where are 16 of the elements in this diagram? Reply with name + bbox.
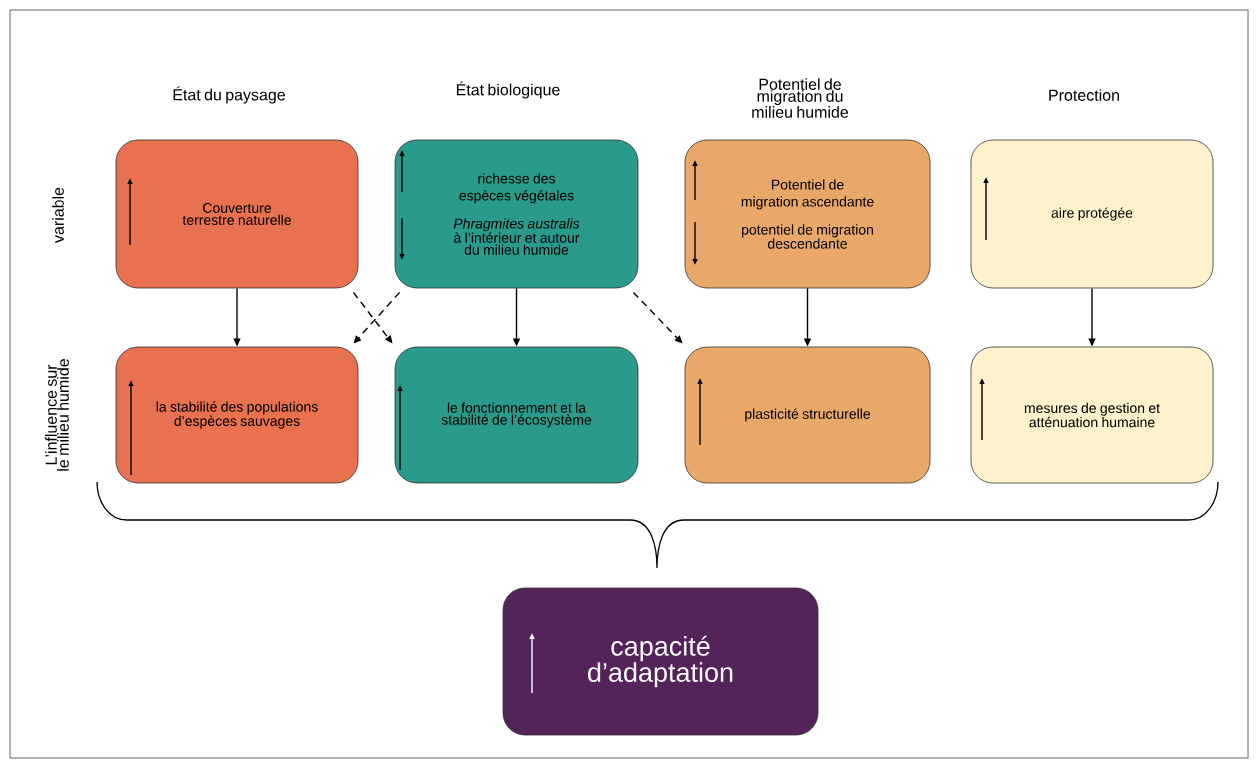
column-heading: Potentiel de migration du milieu humide [752, 78, 849, 118]
arrow [632, 291, 683, 344]
process-box: Potentiel de migration ascendante potentiel de migration descendante [684, 139, 931, 289]
process-box: capacité d’adaptation [502, 587, 819, 736]
column-heading: Protection [1049, 89, 1119, 101]
process-box: mesures de gestion et atténuation humaine [970, 346, 1214, 484]
process-box: la stabilité des populations d’espèces sauvages [115, 346, 359, 484]
process-box: aire protégée [970, 139, 1214, 289]
process-box: plasticité structurelle [684, 346, 931, 484]
column-heading: État biologique [456, 81, 560, 99]
process-box: le fonctionnement et la stabilité de l’écosystème [394, 346, 639, 484]
process-box: Couverture terrestre naturelle [115, 139, 359, 289]
row-label: variable [52, 187, 64, 243]
process-box: richesse des espèces végétales Phragmites australis à l’intérieur et autour du milieu humide [394, 139, 639, 289]
row-label: L’influence sur le milieu humide [45, 359, 69, 471]
column-heading: État du paysage [173, 86, 285, 104]
